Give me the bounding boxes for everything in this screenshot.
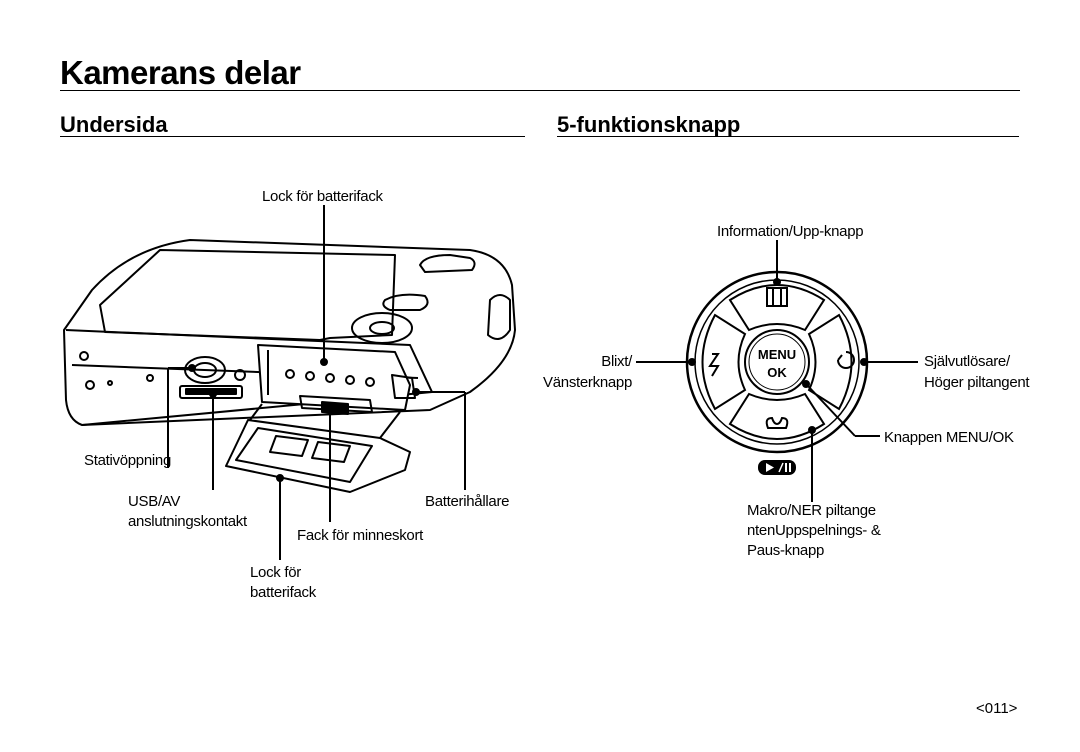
label-down-button-2: ntenUppspelnings- & bbox=[747, 522, 881, 539]
section-heading-button: 5-funktionsknapp bbox=[557, 112, 741, 137]
section-rule-bottom bbox=[60, 136, 525, 137]
label-battery-cover-bottom-2: batterifack bbox=[250, 584, 316, 601]
section-heading-bottom: Undersida bbox=[60, 112, 168, 137]
label-usb-av-1: USB/AV bbox=[128, 493, 181, 510]
label-memory-card-slot: Fack för minneskort bbox=[297, 527, 424, 544]
section-rule-button bbox=[557, 136, 1019, 137]
label-down-button-1: Makro/NER piltange bbox=[747, 502, 876, 519]
label-tripod-socket: Stativöppning bbox=[84, 452, 172, 469]
label-left-button-2: Vänsterknapp bbox=[543, 374, 632, 391]
title-rule bbox=[60, 90, 1020, 91]
menu-glyph: MENU bbox=[758, 347, 796, 362]
label-right-button-1: Självutlösare/ bbox=[924, 353, 1010, 370]
label-battery-holder: Batterihållare bbox=[425, 493, 510, 510]
label-usb-av-2: anslutningskontakt bbox=[128, 513, 247, 530]
label-up-button: Information/Upp-knapp bbox=[717, 223, 864, 240]
label-left-button-1: Blixt/ bbox=[601, 353, 632, 370]
ok-glyph: OK bbox=[767, 365, 787, 380]
label-battery-cover-top: Lock för batterifack bbox=[262, 188, 383, 205]
page-number: <011> bbox=[976, 700, 1018, 717]
label-right-button-2: Höger piltangent bbox=[924, 374, 1030, 391]
page-title: Kamerans delar bbox=[60, 54, 301, 91]
label-menu-ok-button: Knappen MENU/OK bbox=[884, 429, 1014, 446]
label-down-button-3: Paus-knapp bbox=[747, 542, 825, 559]
label-battery-cover-bottom-1: Lock för bbox=[250, 564, 301, 581]
